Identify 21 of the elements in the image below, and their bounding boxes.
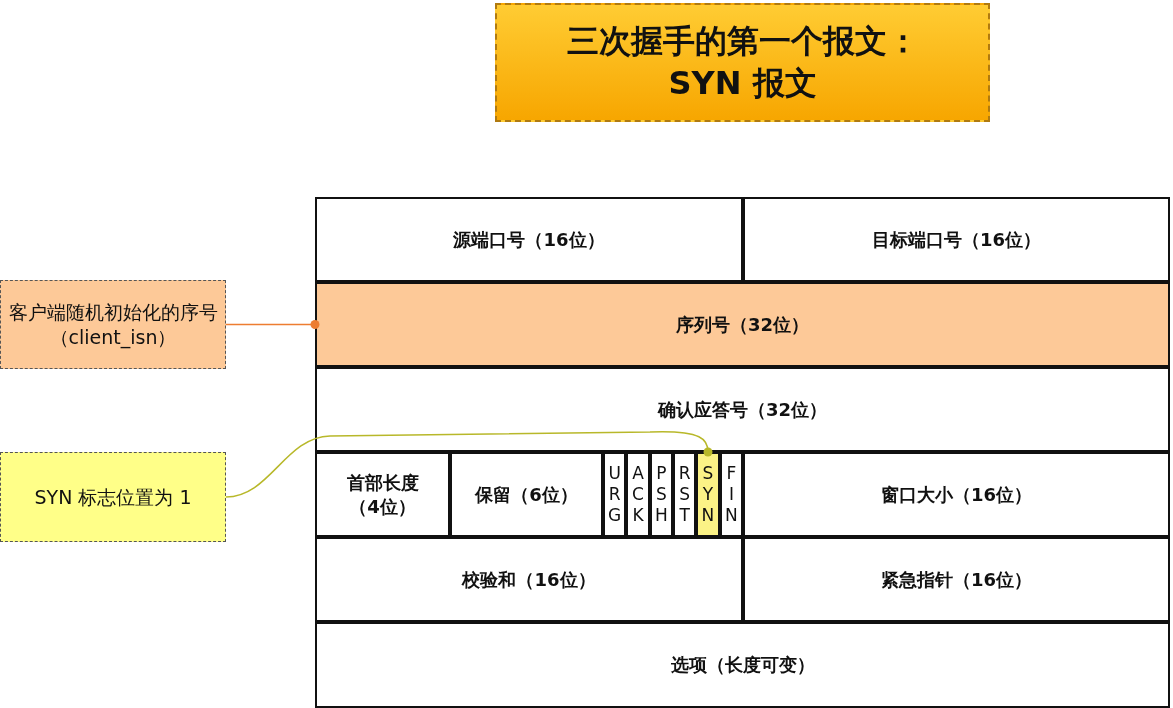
callout-box: SYN 标志位置为 1 [0,452,226,542]
field-cell: 窗口大小（16位） [743,452,1170,537]
field-cell: 目标端口号（16位） [743,197,1170,282]
flag-cell: PSH [649,452,673,537]
field-cell: 紧急指针（16位） [743,537,1170,622]
flag-cell: ACK [626,452,650,537]
field-cell: 确认应答号（32位） [315,367,1170,452]
field-cell: 保留（6位） [450,452,603,537]
field-cell: 源端口号（16位） [315,197,743,282]
field-cell: 首部长度（4位） [315,452,450,537]
flag-cell: FIN [719,452,744,537]
flag-cell: URG [603,452,627,537]
callout-box: 客户端随机初始化的序号（client_isn） [0,280,226,369]
title-text: 三次握手的第一个报文：SYN 报文 [565,20,920,104]
field-cell: 序列号（32位） [315,282,1170,367]
flag-cell: RST [673,452,697,537]
field-cell: 选项（长度可变） [315,622,1170,708]
flag-cell: SYN [696,452,720,537]
field-cell: 校验和（16位） [315,537,743,622]
leader-line [225,320,320,329]
leader-line [225,431,713,498]
